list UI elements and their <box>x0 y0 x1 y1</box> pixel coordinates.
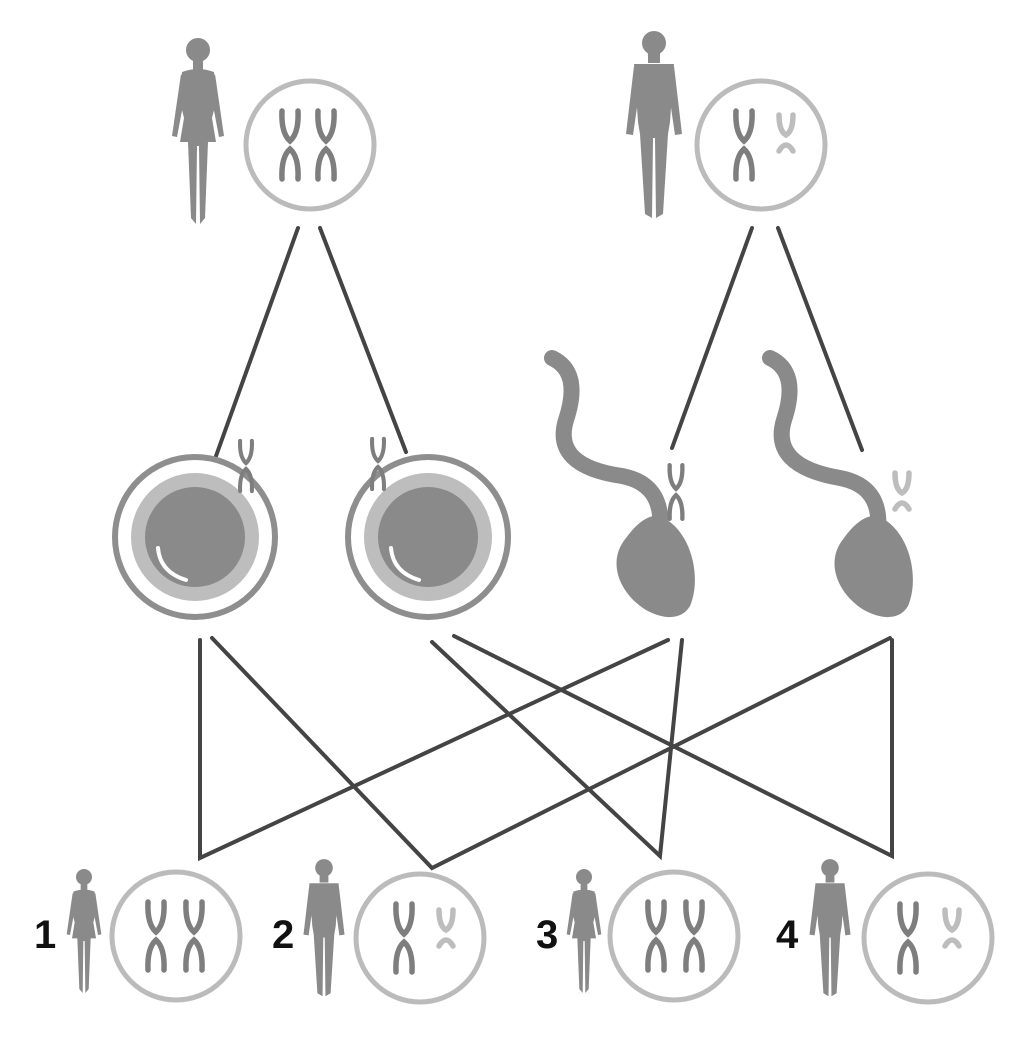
child-4-chromosome-cell <box>861 871 995 1005</box>
egg-1 <box>112 441 278 620</box>
child-1-figure <box>66 869 102 993</box>
line-child-1 <box>198 638 670 862</box>
line-father-sperm-2 <box>776 226 864 452</box>
egg-1-highlight <box>156 546 188 582</box>
father-chromosome-cell <box>694 78 828 212</box>
child-3: 3 <box>536 869 741 1003</box>
sperm-1 <box>544 350 695 618</box>
child-2: 2 <box>272 859 487 1005</box>
line-mother-egg-1 <box>214 226 300 458</box>
sperm-1-chromosome-x <box>670 465 683 519</box>
sperm-1-tail <box>544 350 669 538</box>
child-2-chromosome-cell <box>353 871 487 1005</box>
sperm-1-head <box>616 515 695 618</box>
egg-1-nucleus <box>145 487 245 587</box>
sperm-2-chromosome-y <box>895 473 909 509</box>
mother-chromosome-cell <box>243 78 377 212</box>
line-mother-egg-2 <box>318 226 408 454</box>
line-child-3 <box>430 638 684 861</box>
egg-2-nucleus <box>378 487 478 587</box>
child-4-number: 4 <box>776 913 799 957</box>
sperm-2-tail <box>762 350 887 538</box>
child-2-number: 2 <box>272 913 294 957</box>
child-4: 4 <box>776 859 995 1005</box>
child-2-figure <box>303 859 345 997</box>
sperm-2-head <box>834 515 913 618</box>
father-figure <box>626 31 682 218</box>
child-3-number: 3 <box>536 913 558 957</box>
egg-2-highlight <box>389 546 421 582</box>
egg-2 <box>345 439 511 620</box>
line-father-sperm-1 <box>670 226 754 450</box>
father <box>626 31 828 218</box>
mother-figure <box>172 38 224 224</box>
child-1-chromosome-cell <box>109 869 243 1003</box>
mother <box>172 38 377 224</box>
child-1: 1 <box>34 869 243 1003</box>
child-4-figure <box>809 859 851 997</box>
sperm-2 <box>762 350 913 618</box>
child-3-figure <box>566 869 602 993</box>
child-3-chromosome-cell <box>607 869 741 1003</box>
connection-lines <box>198 226 894 871</box>
line-child-4 <box>452 634 894 860</box>
child-1-number: 1 <box>34 913 56 957</box>
line-child-2 <box>210 636 892 871</box>
